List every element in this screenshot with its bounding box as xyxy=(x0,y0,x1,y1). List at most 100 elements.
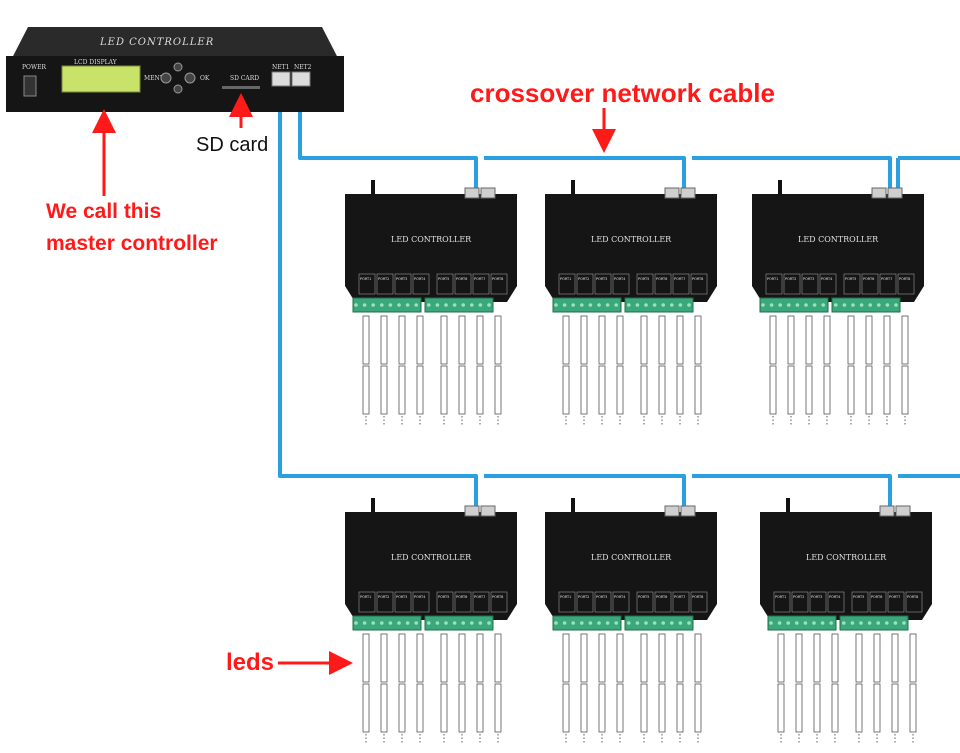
led-strip xyxy=(658,315,666,426)
port-label: PORT4 xyxy=(821,277,833,281)
led-strip xyxy=(787,315,795,426)
sub-net-port[interactable] xyxy=(895,505,911,517)
led-strip xyxy=(873,633,881,744)
terminal-screw xyxy=(627,621,631,625)
led-strip xyxy=(398,315,406,426)
terminal-screw xyxy=(867,621,872,625)
port-label: PORT4 xyxy=(614,595,626,599)
terminal-screw xyxy=(678,621,683,625)
terminal-screw xyxy=(444,621,448,625)
terminal-screw xyxy=(354,621,358,625)
terminal-screw xyxy=(414,621,419,625)
led-strip xyxy=(694,315,702,426)
terminal-screw xyxy=(850,621,855,625)
terminal-screw xyxy=(902,621,906,625)
terminal-screw xyxy=(804,303,808,307)
sub-net-port[interactable] xyxy=(664,505,680,517)
terminal-screw xyxy=(859,303,864,307)
port-label: PORT8 xyxy=(492,595,503,599)
led-strip xyxy=(805,315,813,426)
terminal-screw xyxy=(834,303,838,307)
sub-net-port[interactable] xyxy=(480,187,496,199)
port-label: PORT3 xyxy=(811,595,822,599)
sub-net-port[interactable] xyxy=(680,505,696,517)
port-label: PORT1 xyxy=(767,277,778,281)
terminal-block-right xyxy=(624,615,694,631)
port-frame xyxy=(454,591,472,613)
led-strip xyxy=(494,315,502,426)
net1-port[interactable] xyxy=(271,71,291,87)
port-frame xyxy=(879,273,897,295)
port-label: PORT8 xyxy=(692,277,703,281)
terminal-screw xyxy=(803,621,808,625)
port-label: PORT4 xyxy=(414,595,426,599)
port-frame xyxy=(558,273,576,295)
terminal-screw xyxy=(470,303,474,307)
port-label: PORT8 xyxy=(907,595,918,599)
port-label: PORT4 xyxy=(829,595,841,599)
power-switch[interactable] xyxy=(23,75,37,97)
terminal-block-left xyxy=(352,297,422,313)
terminal-screw xyxy=(868,303,872,307)
port-label: PORT8 xyxy=(692,595,703,599)
sub-body xyxy=(752,194,924,302)
terminal-screw xyxy=(876,621,880,625)
sub-net-port[interactable] xyxy=(664,187,680,199)
annotation-arrows xyxy=(92,93,616,675)
sub-net-port[interactable] xyxy=(480,505,496,517)
sub-net-port[interactable] xyxy=(871,187,887,199)
sub-net-port[interactable] xyxy=(879,505,895,517)
sub-title: LED CONTROLLER xyxy=(391,235,472,244)
port-frame xyxy=(791,591,809,613)
led-strip xyxy=(831,633,839,744)
terminal-screw xyxy=(562,303,567,307)
port-frame xyxy=(690,591,708,613)
cable-net1-bottom-row xyxy=(278,80,960,518)
led-strip xyxy=(562,315,570,426)
terminal-screw xyxy=(851,303,855,307)
led-strip xyxy=(658,633,666,744)
led-strip xyxy=(694,633,702,744)
port-label: PORT2 xyxy=(578,595,589,599)
port-frame xyxy=(394,273,412,295)
port-label: PORT1 xyxy=(360,595,371,599)
terminal-block-left xyxy=(759,297,829,313)
terminal-screw xyxy=(380,621,384,625)
terminal-screw xyxy=(371,303,376,307)
ok-button[interactable] xyxy=(184,72,196,84)
port-frame xyxy=(612,591,630,613)
port-label: PORT6 xyxy=(871,595,882,599)
led-strip xyxy=(380,633,388,744)
terminal-screw xyxy=(571,621,575,625)
menu-button[interactable] xyxy=(160,72,172,84)
port-label: PORT5 xyxy=(438,595,449,599)
sd-card-slot[interactable] xyxy=(222,86,260,89)
sub-net-port[interactable] xyxy=(680,187,696,199)
led-strip xyxy=(416,633,424,744)
down-button[interactable] xyxy=(173,84,183,94)
port-frame xyxy=(765,273,783,295)
terminal-screw xyxy=(580,303,584,307)
terminal-screw xyxy=(842,621,846,625)
sub-net-port[interactable] xyxy=(464,505,480,517)
port-label: PORT3 xyxy=(596,277,607,281)
port-frame xyxy=(636,273,654,295)
terminal-screw xyxy=(362,303,367,307)
net2-label: NET2 xyxy=(294,64,312,71)
port-label: PORT7 xyxy=(674,595,685,599)
terminal-screw xyxy=(670,303,674,307)
port-label: PORT5 xyxy=(638,595,649,599)
terminal-screw xyxy=(388,621,393,625)
terminal-screw xyxy=(614,621,618,625)
sub-net-port[interactable] xyxy=(464,187,480,199)
net2-port[interactable] xyxy=(291,71,311,87)
sub-net-port[interactable] xyxy=(887,187,903,199)
terminal-block-left xyxy=(552,615,622,631)
terminal-screw xyxy=(478,303,483,307)
led-strip xyxy=(769,315,777,426)
port-frame xyxy=(412,591,430,613)
terminal-screw xyxy=(405,303,410,307)
port-frame xyxy=(690,273,708,295)
up-button[interactable] xyxy=(173,62,183,72)
